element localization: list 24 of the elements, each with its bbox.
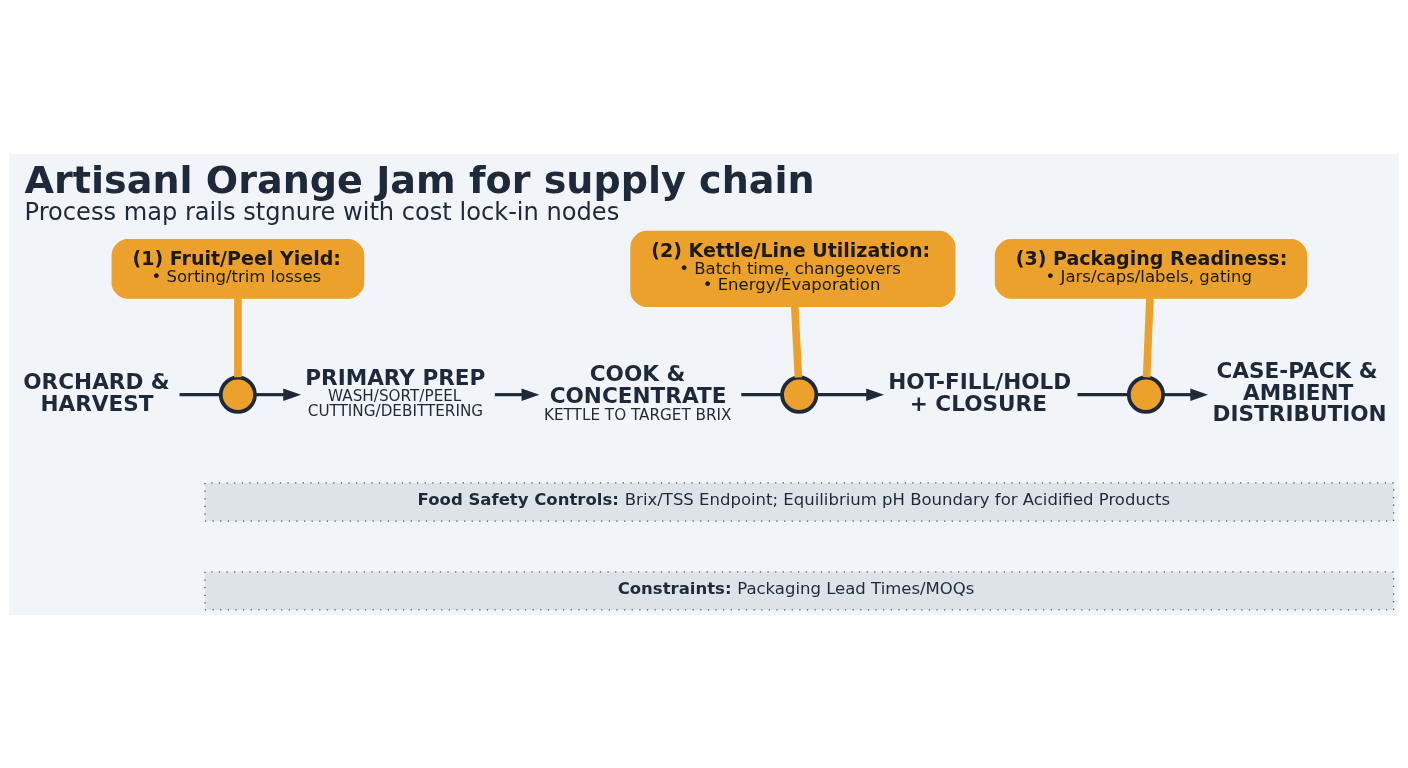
node-circle [218,375,257,414]
arrow [816,387,884,401]
node-text: ORCHARD & HARVEST [23,368,170,416]
node-box: Constraints: Packaging Lead Times/MOQs [204,570,1395,611]
node-circle [1126,375,1165,414]
connector [790,305,803,378]
node-text: CASE-PACK & AMBIENT DISTRIBUTION [1212,357,1387,426]
node-box: (2) Kettle/Line Utilization: • Batch time, changeovers • Energy/Evaporation [630,230,956,307]
connector [234,297,242,377]
node-text: COOK & CONCENTRATE KETTLE TO TARGET BRIX [543,360,732,424]
node-box: Food Safety Controls: Brix/TSS Endpoint; Equilibrium pH Boundary for Acidified Products [204,481,1395,522]
node-box: (3) Packaging Readiness: • Jars/caps/labels, gating [994,238,1308,299]
connector [179,392,221,396]
arrow [494,387,540,401]
connector [741,392,783,396]
connector [1142,297,1154,377]
arrow [255,387,302,401]
node-box: (1) Fruit/Peel Yield: • Sorting/trim losses [111,238,365,299]
node-text: PRIMARY PREP WASH/SORT/PEEL CUTTING/DEBITTERING [305,364,486,420]
node-circle [780,375,819,414]
diagram-title: Artisanl Orange Jam for supply chain [24,157,815,202]
node-text: HOT-FILL/HOLD + CLOSURE [888,368,1072,416]
connector [1077,392,1129,396]
arrow [1163,387,1209,401]
